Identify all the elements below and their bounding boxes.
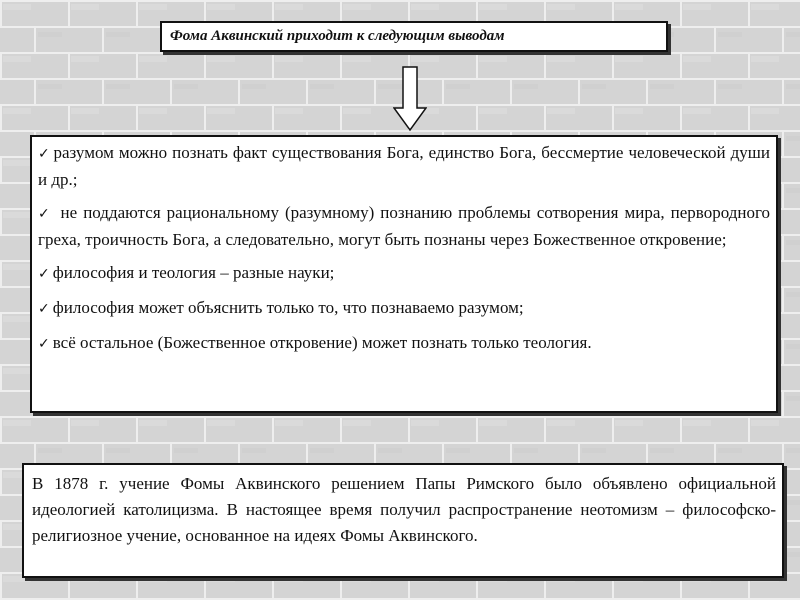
check-icon: ✓ bbox=[38, 336, 50, 352]
check-icon: ✓ bbox=[38, 206, 52, 222]
conclusions-box: ✓разумом можно познать факт существовани… bbox=[30, 135, 778, 413]
down-arrow-icon bbox=[393, 66, 427, 132]
slide-title: Фома Аквинский приходит к следующим выво… bbox=[170, 28, 505, 44]
title-box: Фома Аквинский приходит к следующим выво… bbox=[160, 21, 668, 52]
conclusion-text: всё остальное (Божественное откровение) … bbox=[52, 333, 592, 352]
note-text: В 1878 г. учение Фомы Аквинского решение… bbox=[32, 474, 776, 545]
conclusion-item: ✓философия и теология – разные науки; bbox=[38, 260, 770, 287]
check-icon: ✓ bbox=[38, 266, 50, 282]
conclusion-item: ✓разумом можно познать факт существовани… bbox=[38, 140, 770, 192]
conclusion-text: разумом можно познать факт существования… bbox=[38, 143, 770, 189]
conclusion-item: ✓ не поддаются рациональному (разумному)… bbox=[38, 200, 770, 252]
conclusion-item: ✓философия может объяснить только то, чт… bbox=[38, 295, 770, 322]
check-icon: ✓ bbox=[38, 301, 50, 317]
conclusion-text: философия может объяснить только то, что… bbox=[52, 298, 524, 317]
check-icon: ✓ bbox=[38, 146, 51, 162]
conclusion-item: ✓всё остальное (Божественное откровение)… bbox=[38, 330, 770, 357]
conclusion-text: не поддаются рациональному (разумному) п… bbox=[38, 203, 770, 249]
conclusion-text: философия и теология – разные науки; bbox=[52, 263, 335, 282]
note-box: В 1878 г. учение Фомы Аквинского решение… bbox=[22, 463, 784, 578]
